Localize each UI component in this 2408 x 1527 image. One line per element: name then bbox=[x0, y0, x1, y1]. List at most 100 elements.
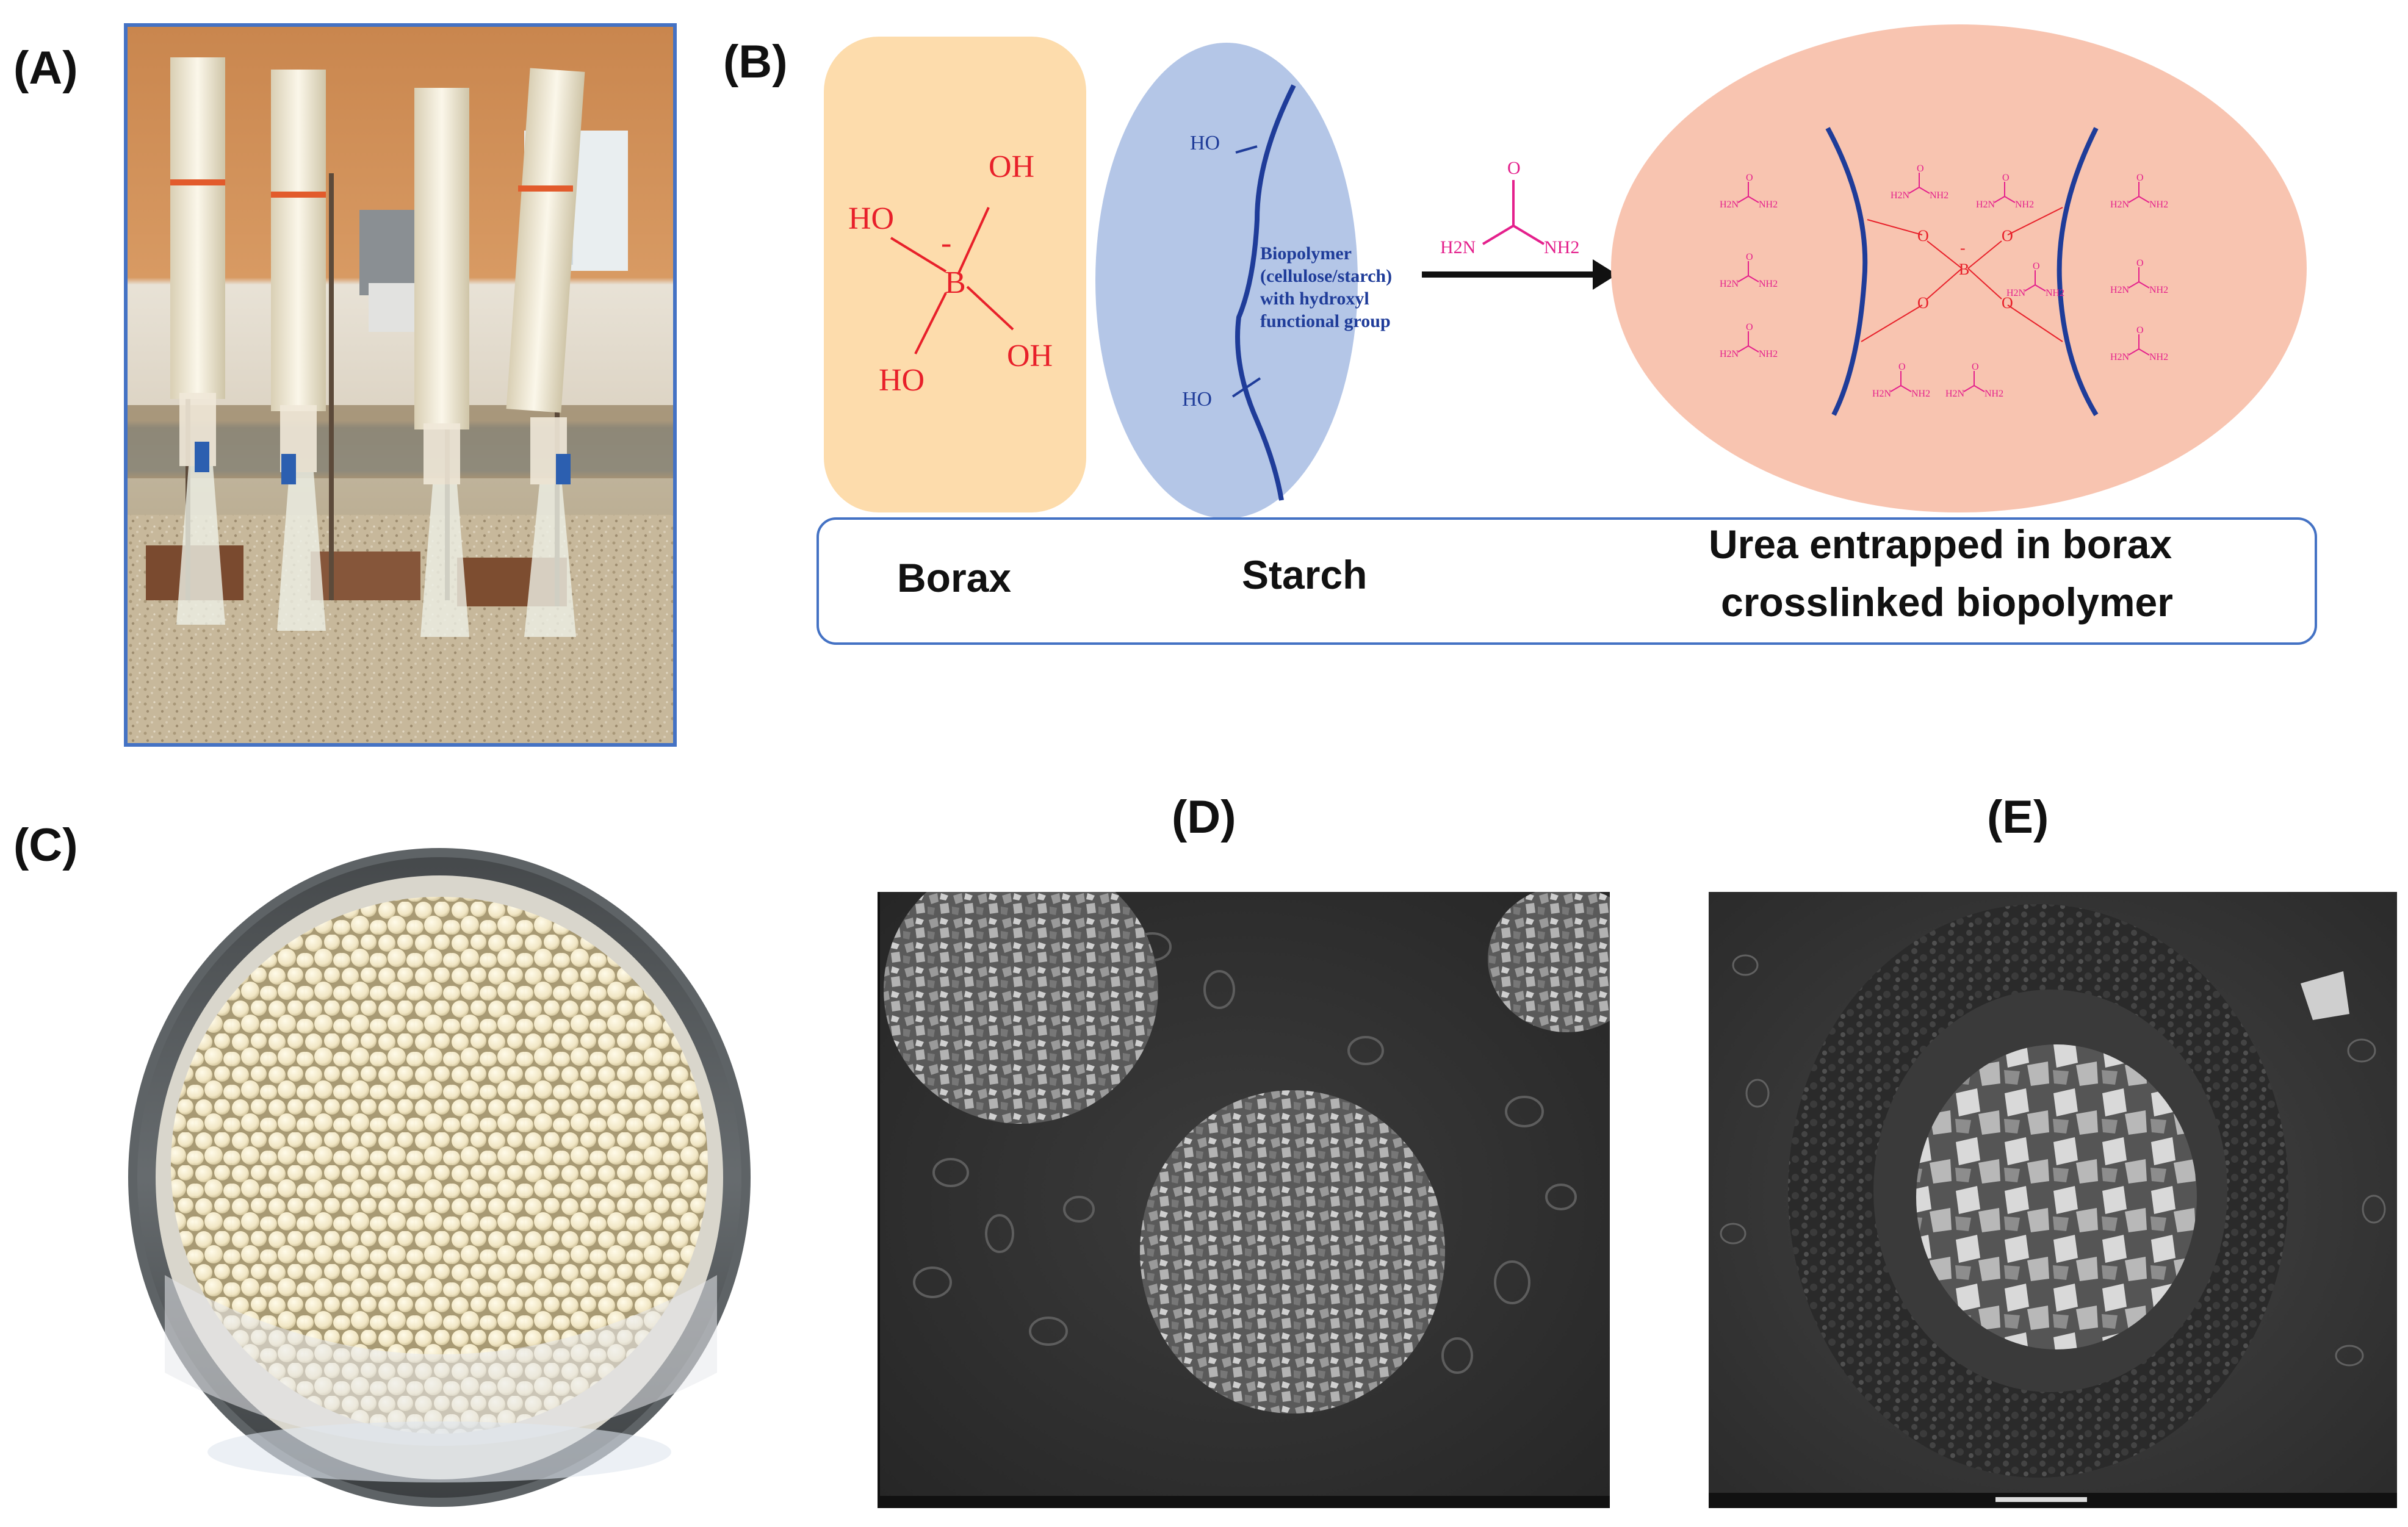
petri-dish-granules-photo bbox=[128, 848, 751, 1507]
svg-text:H2N: H2N bbox=[1945, 389, 1965, 399]
crosslinking-scheme: OH HO B - OH HO + HO HO Biopolymer (cell… bbox=[816, 24, 2317, 645]
urea-molecule: O H2N NH2 bbox=[1720, 322, 1778, 359]
svg-text:NH2: NH2 bbox=[1544, 237, 1579, 257]
svg-text:H2N: H2N bbox=[1440, 237, 1476, 257]
boron-atom: B bbox=[945, 265, 966, 300]
svg-text:NH2: NH2 bbox=[1930, 190, 1948, 201]
entrapped-urea-group: O H2N NH2 O H2N NH2 O H2N NH2 O H2N NH2 bbox=[1720, 163, 2168, 399]
svg-text:O: O bbox=[2033, 261, 2040, 271]
oh-top: OH bbox=[989, 149, 1034, 184]
urea-crystal-core bbox=[1916, 1044, 2197, 1349]
svg-text:H2N: H2N bbox=[2110, 199, 2130, 210]
urea-molecule: O H2N NH2 bbox=[1720, 173, 1778, 210]
svg-text:NH2: NH2 bbox=[2149, 352, 2168, 362]
svg-text:O: O bbox=[1746, 322, 1753, 332]
product-chain-left bbox=[1825, 127, 1868, 416]
svg-text:O: O bbox=[2136, 173, 2144, 183]
ho-left: HO bbox=[848, 201, 894, 236]
lab-glass-columns-photo bbox=[124, 23, 677, 747]
panel-label-c: (C) bbox=[13, 819, 78, 871]
svg-text:NH2: NH2 bbox=[1759, 279, 1778, 289]
substrate-pores-e bbox=[1720, 954, 2386, 1367]
panel-label-e: (E) bbox=[1987, 791, 2049, 843]
svg-text:NH2: NH2 bbox=[2046, 288, 2064, 298]
svg-text:H2N: H2N bbox=[1891, 190, 1910, 201]
svg-text:functional group: functional group bbox=[1260, 311, 1391, 331]
product-ellipse bbox=[1611, 24, 2307, 512]
caption-product-line1: Urea entrapped in borax bbox=[1709, 522, 2172, 567]
svg-text:O: O bbox=[1746, 252, 1753, 262]
svg-text:(cellulose/starch): (cellulose/starch) bbox=[1260, 266, 1392, 286]
granule-fill bbox=[171, 897, 708, 1434]
product-o-2: O bbox=[1917, 294, 1929, 312]
svg-text:NH2: NH2 bbox=[2149, 199, 2168, 210]
urea-molecule: O H2N NH2 bbox=[2110, 173, 2168, 210]
borate-crosslink bbox=[1861, 207, 2063, 342]
product-o-1: O bbox=[1917, 227, 1929, 245]
sem-granule-upper bbox=[884, 892, 1158, 1124]
svg-text:NH2: NH2 bbox=[1911, 389, 1930, 399]
boric-acid-structure: OH HO B - OH HO bbox=[848, 149, 1053, 398]
urea-molecule: O H2N NH2 bbox=[1872, 362, 1930, 399]
oh-right: OH bbox=[1007, 339, 1053, 373]
svg-text:Biopolymer: Biopolymer bbox=[1260, 243, 1352, 264]
detached-crystal bbox=[2301, 971, 2349, 1020]
sem-granule-micrograph bbox=[878, 892, 1610, 1508]
urea-molecule: O H2N NH2 bbox=[2006, 261, 2064, 298]
substrate-pores bbox=[913, 932, 1577, 1374]
svg-text:NH2: NH2 bbox=[2149, 285, 2168, 295]
urea-molecule: O H2N NH2 bbox=[1720, 252, 1778, 289]
biopolymer-chain bbox=[1235, 84, 1296, 501]
svg-text:O: O bbox=[2136, 258, 2144, 268]
svg-text:H2N: H2N bbox=[1720, 199, 1739, 210]
sem-cross-section-micrograph bbox=[1709, 892, 2397, 1508]
svg-text:O: O bbox=[2002, 173, 2010, 183]
product-o-3: O bbox=[2002, 227, 2013, 245]
svg-text:O: O bbox=[1746, 173, 1753, 183]
glass-column-1 bbox=[170, 57, 225, 625]
caption-borax: Borax bbox=[897, 555, 1011, 600]
svg-text:O: O bbox=[1917, 163, 1924, 174]
ho-bottom-label: HO bbox=[1182, 388, 1212, 411]
sem-granule-corner bbox=[1488, 892, 1610, 1032]
svg-text:H2N: H2N bbox=[1872, 389, 1892, 399]
svg-text:H2N: H2N bbox=[2006, 288, 2026, 298]
starch-ellipse bbox=[1095, 43, 1358, 519]
caption-starch: Starch bbox=[1242, 552, 1367, 597]
panel-label-a: (A) bbox=[13, 42, 78, 94]
svg-text:H2N: H2N bbox=[1976, 199, 1995, 210]
sem-granule-center bbox=[1140, 1090, 1445, 1414]
panel-label-d: (D) bbox=[1172, 791, 1236, 843]
svg-text:O: O bbox=[1972, 362, 1979, 372]
reaction-arrow-head bbox=[1593, 259, 1617, 290]
svg-text:NH2: NH2 bbox=[1984, 389, 2003, 399]
glass-column-4 bbox=[506, 68, 585, 637]
svg-text:NH2: NH2 bbox=[2015, 199, 2034, 210]
biopolymer-description: Biopolymer (cellulose/starch) with hydro… bbox=[1260, 243, 1392, 331]
urea-molecule: O H2N NH2 bbox=[2110, 258, 2168, 295]
scale-bar bbox=[1995, 1497, 2087, 1502]
svg-text:O: O bbox=[2136, 325, 2144, 336]
caption-product-line2: crosslinked biopolymer bbox=[1721, 580, 2173, 625]
urea-molecule: O H2N NH2 bbox=[1976, 173, 2034, 210]
product-o-4: O bbox=[2002, 294, 2013, 312]
ho-bottom: HO bbox=[879, 363, 925, 398]
svg-text:with hydroxyl: with hydroxyl bbox=[1260, 289, 1369, 309]
svg-text:H2N: H2N bbox=[1720, 349, 1739, 359]
svg-text:H2N: H2N bbox=[2110, 285, 2130, 295]
boron-charge: - bbox=[941, 226, 951, 260]
caption-box bbox=[816, 517, 2317, 645]
product-chain-right bbox=[2057, 127, 2099, 417]
product-boron: B bbox=[1959, 260, 1969, 278]
svg-text:H2N: H2N bbox=[2110, 352, 2130, 362]
borax-box bbox=[824, 37, 1086, 512]
svg-text:O: O bbox=[1898, 362, 1906, 372]
urea-molecule: O H2N NH2 bbox=[1891, 163, 1948, 201]
urea-molecule: O H2N NH2 bbox=[2110, 325, 2168, 362]
svg-text:O: O bbox=[1507, 158, 1521, 178]
panel-label-b: (B) bbox=[723, 36, 788, 88]
svg-text:H2N: H2N bbox=[1720, 279, 1739, 289]
urea-molecule: O H2N NH2 bbox=[1945, 362, 2003, 399]
svg-text:NH2: NH2 bbox=[1759, 349, 1778, 359]
svg-text:NH2: NH2 bbox=[1759, 199, 1778, 210]
